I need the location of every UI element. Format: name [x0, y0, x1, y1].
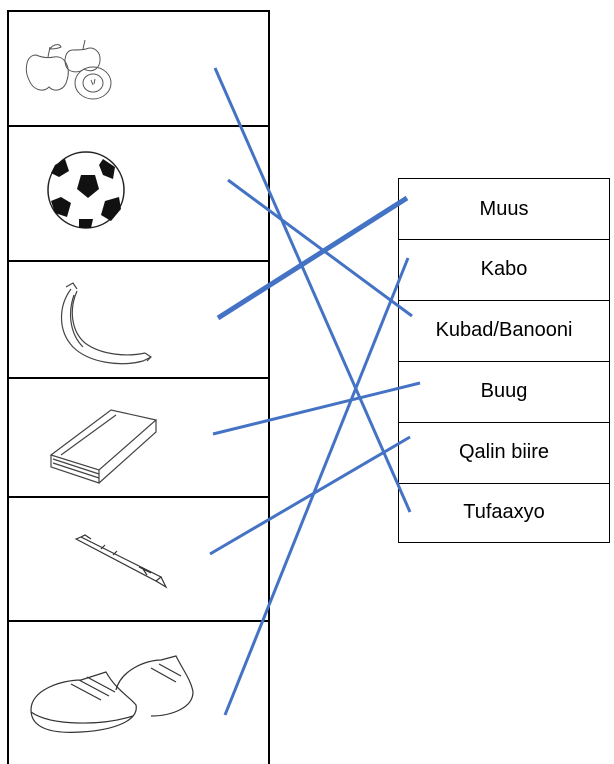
word-cell-2: Kabo	[399, 239, 609, 301]
row-divider	[9, 496, 268, 498]
match-line-pen	[209, 435, 411, 556]
book-icon	[49, 409, 158, 484]
word-cell-6: Tufaaxyo	[463, 501, 545, 523]
banana-icon	[61, 282, 152, 365]
word-cell-1: Muus	[399, 179, 609, 240]
picture-column	[7, 10, 270, 764]
match-line-ball	[227, 178, 413, 318]
pen-icon	[74, 534, 168, 589]
row-divider	[9, 10, 268, 12]
match-line-banana	[216, 195, 409, 321]
word-cell-3: Kubad/Banooni	[399, 300, 609, 362]
word-cell-4: Buug	[399, 361, 609, 423]
match-line-book	[212, 381, 421, 436]
row-divider	[9, 620, 268, 622]
row-divider	[9, 125, 268, 127]
match-line-shoes	[223, 257, 410, 716]
row-divider	[9, 377, 268, 379]
match-line-apples	[213, 67, 412, 513]
word-cell-5: Qalin biire	[399, 422, 609, 484]
soccer-ball-icon	[47, 151, 125, 229]
sneakers-icon	[30, 655, 194, 733]
row-divider	[9, 260, 268, 262]
word-column: Muus Kabo Kubad/Banooni Buug Qalin biire…	[398, 178, 610, 543]
apples-icon	[25, 39, 112, 100]
